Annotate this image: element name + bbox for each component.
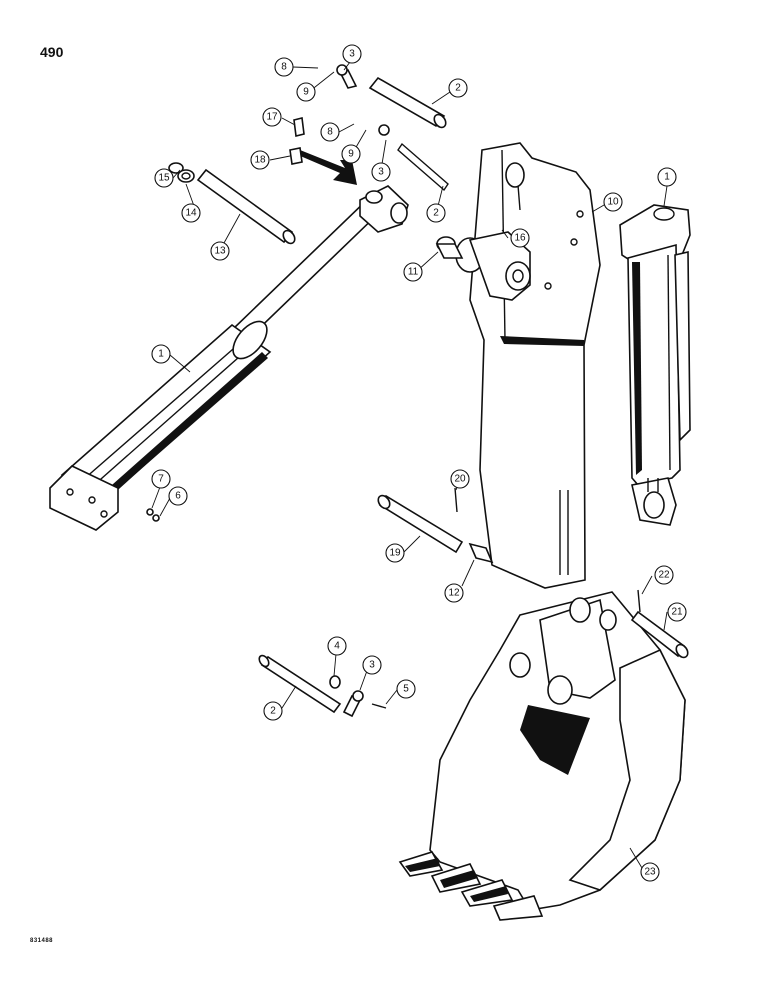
- svg-text:4: 4: [334, 641, 340, 652]
- svg-text:9: 9: [303, 87, 309, 98]
- callout-9: 9: [341, 144, 361, 164]
- callout-11: 11: [403, 262, 423, 282]
- bucket: [398, 591, 686, 921]
- callout-2: 2: [263, 701, 283, 721]
- svg-text:20: 20: [454, 474, 466, 485]
- svg-text:3: 3: [378, 167, 384, 178]
- svg-text:8: 8: [327, 127, 333, 138]
- callout-8: 8: [320, 122, 340, 142]
- svg-text:21: 21: [671, 607, 683, 618]
- callout-10: 10: [603, 192, 623, 212]
- callout-8: 8: [274, 57, 294, 77]
- callout-5: 5: [396, 679, 416, 699]
- svg-text:3: 3: [349, 49, 355, 60]
- figure-code: 831488: [30, 938, 54, 944]
- svg-text:18: 18: [254, 155, 266, 166]
- bucket-cylinder: [619, 204, 691, 526]
- loose-hardware: [146, 64, 689, 718]
- dipper-arm: [455, 142, 601, 589]
- svg-text:12: 12: [448, 588, 460, 599]
- callouts: 8 9 3 2 17 8 9 3 18 15 14 13 2 16 10 1 1…: [151, 44, 687, 882]
- svg-text:7: 7: [158, 474, 164, 485]
- callout-15: 15: [154, 168, 174, 188]
- callout-16: 16: [510, 228, 530, 248]
- svg-text:15: 15: [158, 173, 170, 184]
- callout-23: 23: [640, 862, 660, 882]
- callout-1: 1: [151, 344, 171, 364]
- direction-arrow: [298, 150, 357, 185]
- svg-text:6: 6: [175, 491, 181, 502]
- callout-1: 1: [657, 167, 677, 187]
- svg-text:3: 3: [369, 660, 375, 671]
- svg-text:13: 13: [214, 246, 226, 257]
- callout-14: 14: [181, 203, 201, 223]
- callout-19: 19: [385, 543, 405, 563]
- callout-20: 20: [450, 469, 470, 489]
- svg-text:11: 11: [408, 267, 419, 278]
- svg-text:9: 9: [348, 149, 354, 160]
- callout-2: 2: [448, 78, 468, 98]
- svg-text:5: 5: [403, 684, 409, 695]
- svg-text:17: 17: [266, 112, 278, 123]
- svg-text:2: 2: [433, 208, 439, 219]
- callout-3: 3: [362, 655, 382, 675]
- svg-text:1: 1: [664, 172, 670, 183]
- boom-cylinder: [49, 185, 409, 531]
- callout-18: 18: [250, 150, 270, 170]
- callout-2: 2: [426, 203, 446, 223]
- svg-text:14: 14: [185, 208, 197, 219]
- svg-text:10: 10: [607, 197, 619, 208]
- callout-7: 7: [151, 469, 171, 489]
- callout-4: 4: [327, 636, 347, 656]
- callout-6: 6: [168, 486, 188, 506]
- callout-12: 12: [444, 583, 464, 603]
- callout-9: 9: [296, 82, 316, 102]
- svg-text:22: 22: [658, 570, 670, 581]
- svg-text:16: 16: [514, 233, 526, 244]
- callout-17: 17: [262, 107, 282, 127]
- page-number: 490: [40, 44, 64, 60]
- svg-text:2: 2: [270, 706, 276, 717]
- callout-3: 3: [371, 162, 391, 182]
- svg-text:1: 1: [158, 349, 164, 360]
- callout-22: 22: [654, 565, 674, 585]
- svg-text:23: 23: [644, 867, 656, 878]
- callout-21: 21: [667, 602, 687, 622]
- svg-text:8: 8: [281, 62, 287, 73]
- callout-3: 3: [342, 44, 362, 64]
- svg-text:19: 19: [389, 548, 401, 559]
- callout-13: 13: [210, 241, 230, 261]
- svg-text:2: 2: [455, 83, 461, 94]
